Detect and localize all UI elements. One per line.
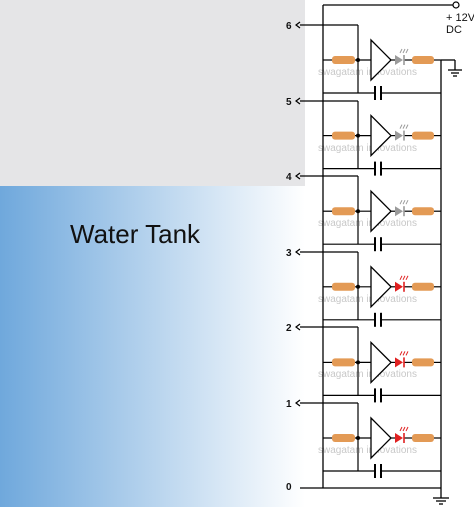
probe-wire	[295, 399, 359, 438]
supply-voltage-label: + 12V	[446, 12, 474, 24]
resistor	[332, 358, 355, 367]
watermark-text: swagatam innovations	[318, 294, 417, 305]
resistor	[412, 358, 434, 367]
watermark-text: swagatam innovations	[318, 369, 417, 380]
comparator-icon	[370, 114, 392, 158]
resistor	[412, 434, 434, 442]
comparator-icon	[370, 265, 392, 309]
supply-type-label: DC	[446, 24, 462, 36]
level-label: 3	[286, 248, 292, 259]
capacitor-icon	[374, 464, 382, 478]
capacitor-icon	[374, 312, 382, 327]
watermark-text: swagatam innovations	[318, 143, 417, 154]
probe-wire	[295, 172, 359, 211]
led-icon	[395, 48, 409, 65]
junction-dot	[356, 436, 360, 440]
stage-wiring	[323, 361, 441, 396]
junction-dot	[356, 133, 360, 138]
resistor	[412, 207, 434, 216]
led-icon	[395, 351, 409, 368]
watermark-text: swagatam innovations	[318, 445, 417, 456]
stage-6	[323, 38, 441, 100]
main-wiring	[300, 4, 454, 498]
junction-dot	[356, 209, 360, 214]
stage-1	[323, 416, 441, 478]
watermark-group: swagatam innovations swagatam innovations…	[318, 67, 417, 456]
stage-group	[323, 38, 441, 478]
resistor	[412, 56, 434, 64]
probe-wire	[295, 323, 359, 362]
watermark-text: swagatam innovations	[318, 67, 417, 78]
junction-dot	[356, 58, 360, 62]
resistor	[332, 207, 355, 216]
capacitor-icon	[374, 237, 382, 252]
led-icon	[395, 199, 409, 217]
stage-3	[323, 265, 441, 327]
comparator-icon	[370, 340, 392, 384]
comparator-icon	[370, 189, 392, 233]
led-icon	[395, 124, 409, 141]
probe-group: 6 5 4 3 2 1 0	[286, 21, 359, 493]
probe-wire	[295, 21, 359, 60]
probe-wire	[295, 97, 359, 136]
capacitor-icon	[374, 388, 382, 403]
capacitor-icon	[374, 86, 382, 100]
ground-icon	[441, 59, 462, 77]
tank-label: Water Tank	[70, 219, 201, 249]
tank-water-region	[0, 186, 305, 507]
resistor	[332, 282, 355, 291]
resistor	[332, 131, 355, 140]
level-label: 5	[286, 97, 292, 108]
level-label: 1	[286, 399, 292, 410]
junction-dot	[356, 360, 360, 365]
ground-icon	[433, 497, 449, 505]
comparator-icon	[370, 416, 392, 460]
resistor	[412, 131, 434, 140]
comparator-icon	[370, 38, 392, 82]
resistor	[332, 56, 355, 64]
stage-2	[323, 340, 441, 403]
level-label: 4	[286, 172, 292, 183]
junction-dot	[356, 284, 360, 289]
resistor	[332, 434, 355, 442]
level-label: 6	[286, 21, 292, 32]
stage-5	[323, 114, 441, 176]
level-label: 2	[286, 323, 292, 334]
resistor	[412, 282, 434, 291]
probe-wire	[295, 248, 359, 287]
supply-terminal	[452, 1, 460, 9]
tank-air-region	[0, 0, 305, 186]
stage-4	[323, 189, 441, 252]
level-label: 0	[286, 482, 292, 493]
capacitor-icon	[374, 161, 382, 176]
watermark-text: swagatam innovations	[318, 218, 417, 229]
stage-wiring	[323, 59, 441, 94]
led-icon	[395, 426, 409, 443]
led-icon	[395, 275, 409, 292]
